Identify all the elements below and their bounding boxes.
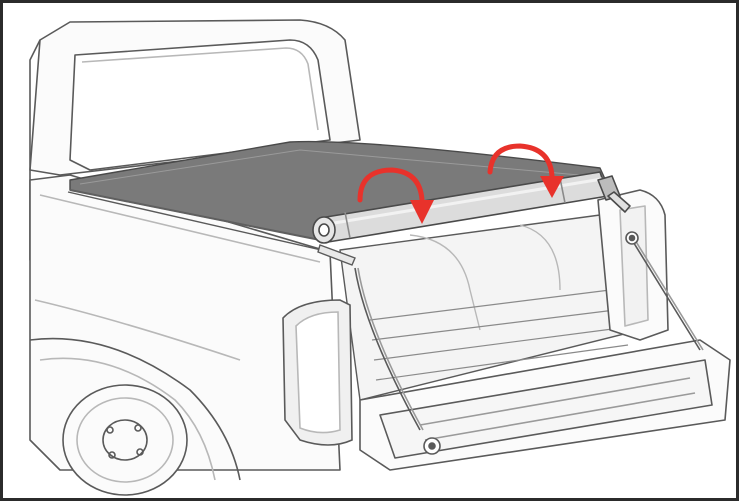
truck-wheel [29,337,241,496]
tonneau-cover [69,140,611,241]
tailgate-cables [354,231,704,455]
tailgate [359,339,731,471]
rolled-cover-tube [312,171,631,244]
tail-lights [282,299,353,446]
side-rail [67,191,356,266]
bed-corner-post [597,189,669,341]
roll-direction-arrow-icon [487,143,564,198]
roll-direction-arrow-icon [357,167,434,224]
